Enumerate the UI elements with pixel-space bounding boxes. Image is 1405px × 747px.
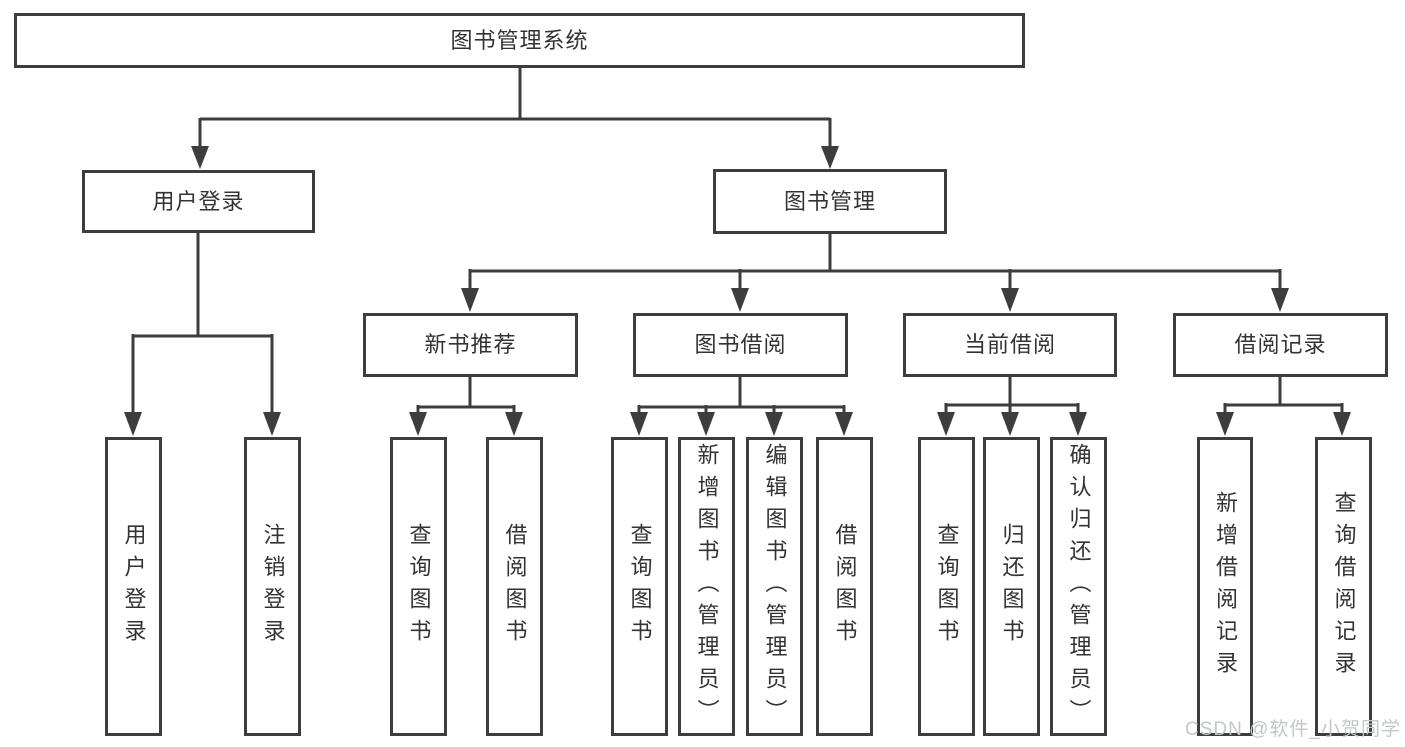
edge-current-borrow-to-leaves [937,377,1087,436]
node-borrowing-records: 借阅记录 [1173,313,1388,377]
leaf-query-books-recommend: 查询图书 [390,437,447,736]
leaf-query-borrow-record: 查询借阅记录 [1315,437,1372,736]
edge-root-to-level2 [191,68,839,169]
edge-new-books-to-leaves [409,377,523,436]
node-user-login: 用户登录 [82,170,315,233]
leaf-confirm-return-admin: 确认归还（管理员） [1050,437,1107,736]
node-system-root: 图书管理系统 [14,13,1025,68]
edge-book-mgmt-to-level3 [461,234,1289,312]
leaf-edit-books-admin: 编辑图书（管理员） [746,437,803,736]
leaf-query-books-current: 查询图书 [918,437,975,736]
leaf-return-books: 归还图书 [983,437,1040,736]
leaf-borrow-books: 借阅图书 [816,437,873,736]
csdn-watermark: CSDN @软件_小贺同学 [1185,719,1401,740]
leaf-query-books-borrowing: 查询图书 [611,437,668,736]
leaf-add-books-admin: 新增图书（管理员） [678,437,735,736]
edge-borrow-records-to-leaves [1216,377,1351,436]
edge-book-borrow-to-leaves [630,377,853,436]
leaf-borrow-books-recommend: 借阅图书 [486,437,543,736]
node-book-management: 图书管理 [713,169,947,234]
leaf-logout: 注销登录 [244,437,301,736]
edge-user-login-to-leaves [124,233,281,436]
node-current-borrowing: 当前借阅 [903,313,1117,377]
leaf-add-borrow-record: 新增借阅记录 [1197,437,1253,736]
leaf-user-login: 用户登录 [105,437,162,736]
node-book-borrowing: 图书借阅 [633,313,848,377]
node-new-book-recommend: 新书推荐 [363,313,578,377]
